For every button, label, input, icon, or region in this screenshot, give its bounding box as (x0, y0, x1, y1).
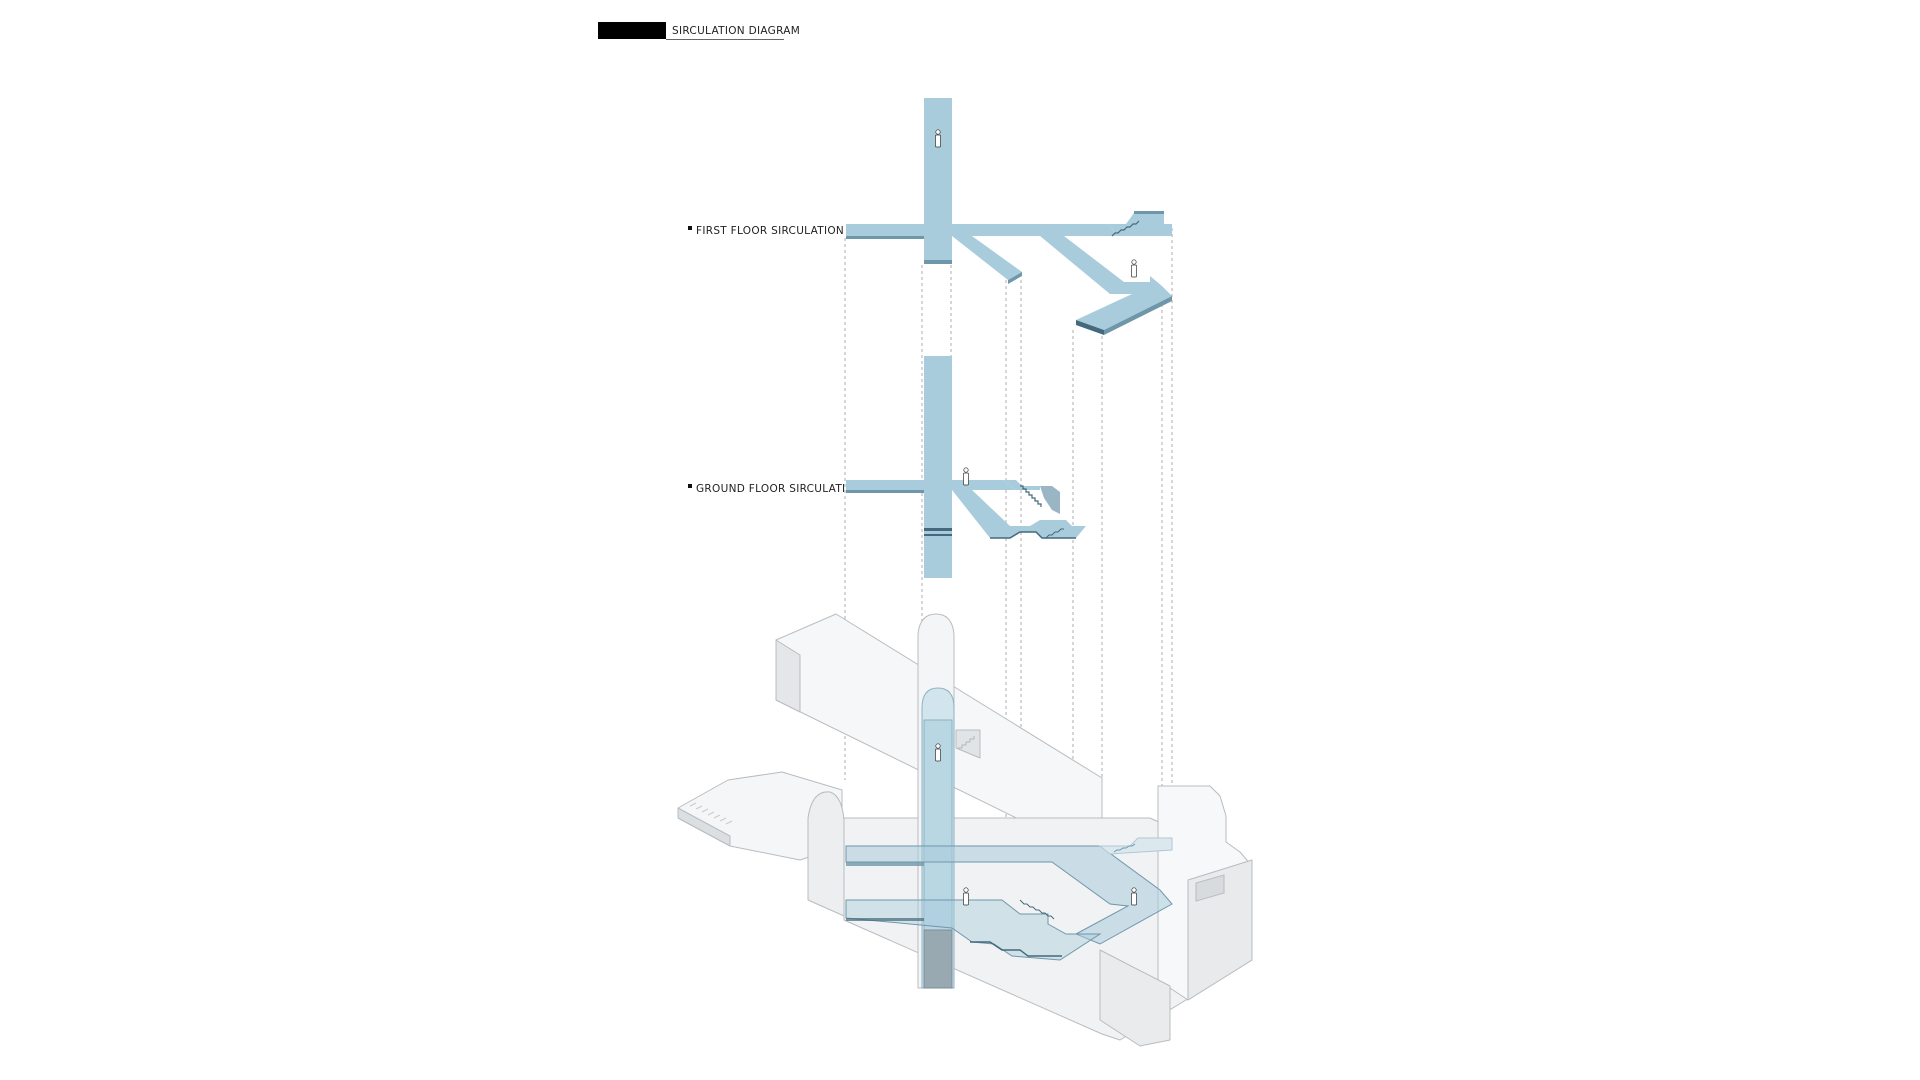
right-block-window (1195, 874, 1225, 902)
spine-middle (924, 356, 952, 578)
built-circulation (845, 743, 1173, 961)
level-label-text: GROUND FLOOR SIRCULATION (696, 483, 862, 495)
person-icon (935, 743, 941, 762)
arch-opening-left (807, 791, 845, 917)
ground-floor-main-path (846, 480, 1016, 490)
building-model (677, 613, 1253, 1047)
first-floor-branch-left (952, 236, 1022, 280)
person-icon (963, 887, 969, 906)
person-icon (1131, 259, 1137, 278)
ground-floor-circulation (846, 356, 1086, 578)
diagram-title: SIRCULATION DIAGRAM (672, 25, 800, 37)
level-label-ground-floor: GROUND FLOOR SIRCULATION (688, 483, 862, 495)
first-floor-stair (1111, 220, 1140, 237)
left-wing-stairs (689, 802, 733, 825)
first-floor-branch-right (1040, 236, 1172, 330)
level-label-text: FIRST FLOOR SIRCULATION (696, 225, 844, 237)
person-icon (1131, 887, 1137, 906)
ground-floor-stair (1020, 485, 1042, 507)
level-label-first-floor: FIRST FLOOR SIRCULATION (688, 225, 844, 237)
built-ground-floor-path (845, 899, 1102, 961)
person-icon (935, 129, 941, 148)
title-black-bar (598, 22, 666, 39)
ground-floor-branch (952, 490, 1086, 538)
first-floor-main-path (846, 224, 1118, 236)
person-icon (963, 467, 969, 486)
spine-upper (924, 98, 952, 263)
first-floor-circulation (846, 98, 1172, 335)
title-block: SIRCULATION DIAGRAM (598, 22, 800, 40)
